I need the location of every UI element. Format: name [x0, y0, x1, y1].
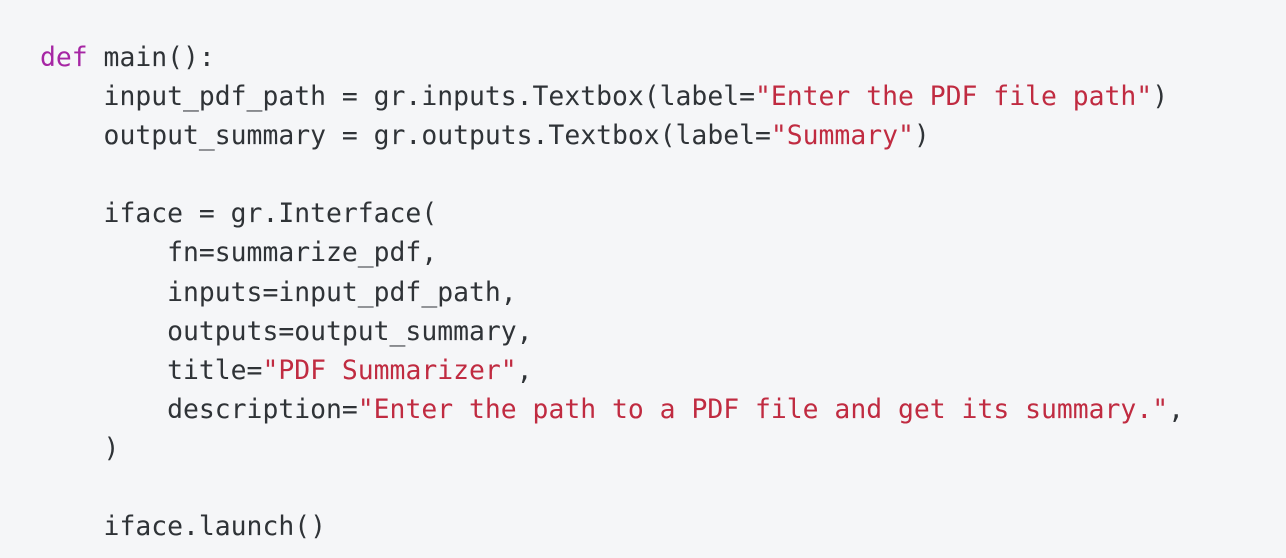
- plain-token: iface.launch(): [40, 511, 326, 543]
- code-line: fn=summarize_pdf,: [40, 233, 1286, 272]
- string-token: "PDF Summarizer": [262, 354, 517, 386]
- plain-token: input_pdf_path = gr.inputs.Textbox(label…: [40, 81, 755, 113]
- plain-token: ): [40, 432, 120, 464]
- plain-token: ): [913, 120, 930, 152]
- plain-token: outputs=output_summary,: [40, 315, 533, 347]
- code-line: input_pdf_path = gr.inputs.Textbox(label…: [40, 77, 1286, 116]
- code-line: iface = gr.Interface(: [40, 194, 1286, 233]
- plain-token: description=: [40, 393, 358, 425]
- string-token: "Summary": [770, 120, 914, 152]
- code-line: output_summary = gr.outputs.Textbox(labe…: [40, 116, 1286, 155]
- string-token: "Enter the PDF file path": [754, 81, 1153, 113]
- plain-token: title=: [40, 354, 263, 386]
- plain-token: main():: [87, 42, 215, 73]
- plain-token: ,: [516, 354, 533, 386]
- code-line: [40, 155, 1286, 194]
- code-line: iface.launch(): [40, 507, 1286, 546]
- string-token: "Enter the path to a PDF file and get it…: [357, 393, 1169, 425]
- code-line: [40, 468, 1286, 507]
- code-line: ): [40, 429, 1286, 468]
- code-line: inputs=input_pdf_path,: [40, 273, 1286, 312]
- keyword-token: def: [40, 42, 88, 73]
- code-line: title="PDF Summarizer",: [40, 351, 1286, 390]
- plain-token: ): [1152, 81, 1169, 113]
- plain-token: ,: [1168, 393, 1184, 425]
- plain-token: fn=summarize_pdf,: [40, 237, 438, 269]
- code-line: def main():: [40, 38, 1286, 77]
- code-line: outputs=output_summary,: [40, 312, 1286, 351]
- plain-token: output_summary = gr.outputs.Textbox(labe…: [40, 120, 771, 152]
- code-line: description="Enter the path to a PDF fil…: [40, 390, 1286, 429]
- plain-token: inputs=input_pdf_path,: [40, 276, 517, 308]
- plain-token: iface = gr.Interface(: [40, 198, 438, 230]
